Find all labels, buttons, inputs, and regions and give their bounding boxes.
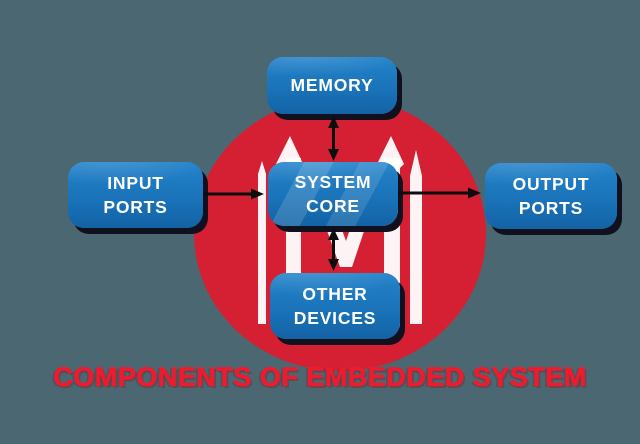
other-devices-label-line2: DEVICES bbox=[293, 308, 377, 328]
memory-box: MEMORY bbox=[267, 57, 397, 114]
diagram-title: COMPONENTS OF EMBEDDED SYSTEM bbox=[53, 362, 587, 393]
input-ports-label-line1: INPUT bbox=[107, 172, 164, 193]
output-ports-label-line2: PORTS bbox=[518, 198, 584, 218]
output-ports-box: OUTPUT PORTS bbox=[485, 163, 617, 229]
system-core-label-line1: SYSTEM bbox=[294, 171, 372, 192]
other-devices-label-line1: OTHER bbox=[302, 283, 368, 304]
input-ports-box: INPUT PORTS bbox=[68, 162, 203, 228]
output-ports-label-line1: OUTPUT bbox=[512, 173, 590, 194]
input-ports-label-line2: PORTS bbox=[103, 197, 168, 217]
system-core-box: SYSTEM CORE bbox=[268, 162, 398, 226]
system-core-label-line2: CORE bbox=[306, 196, 360, 216]
memory-label: MEMORY bbox=[290, 75, 374, 96]
other-devices-box: OTHER DEVICES bbox=[270, 273, 400, 339]
